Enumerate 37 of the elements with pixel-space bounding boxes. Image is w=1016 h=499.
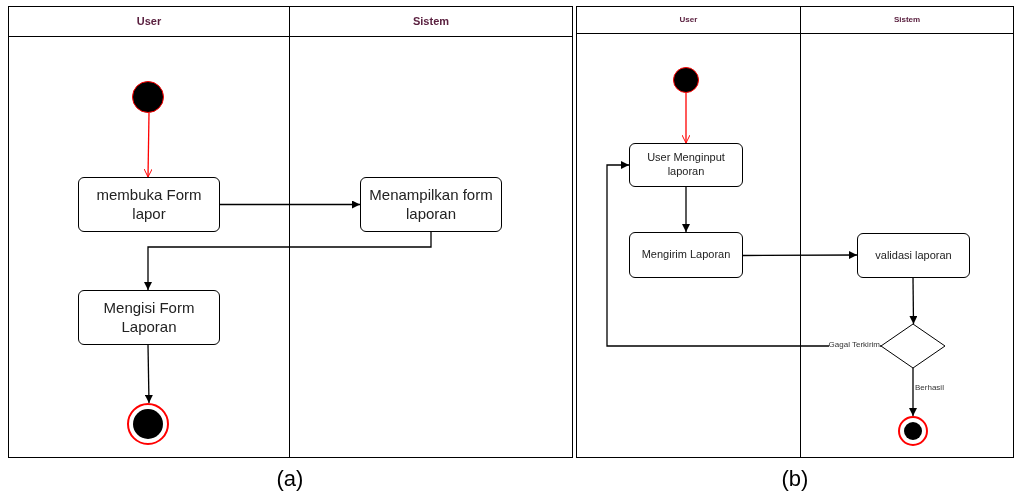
arrow: [909, 367, 917, 417]
end-node: [127, 403, 169, 445]
activity-text: membuka Form lapor: [95, 185, 203, 224]
start-node: [673, 67, 699, 93]
swimlane: [289, 6, 573, 458]
swimlane: [8, 6, 290, 458]
activity-box: [629, 143, 743, 187]
arrow: [219, 200, 361, 209]
activity-box: [78, 290, 220, 345]
lane-header: Sistem: [412, 14, 450, 30]
arrow: [144, 231, 432, 291]
activity-text: Mengirim Laporan: [641, 248, 731, 262]
activity-box: [857, 233, 970, 278]
lane-header: User: [679, 14, 698, 26]
panel-label: (b): [781, 466, 809, 491]
swimlane: [800, 6, 1014, 458]
activity-box: [78, 177, 220, 232]
activity-text: User Menginput laporan: [646, 151, 726, 179]
arrow: [742, 251, 858, 260]
lane-header: User: [136, 14, 162, 30]
arrow: [144, 344, 153, 404]
activity-text: validasi laporan: [875, 248, 952, 263]
start-node: [132, 81, 164, 113]
arrow: [682, 186, 690, 233]
swimlane: [576, 6, 801, 458]
decision-diamond: [881, 324, 945, 368]
panel-label: (a): [276, 466, 304, 491]
activity-text: Menampilkan form laporan: [368, 185, 494, 224]
activity-box: [360, 177, 502, 232]
arrow: [606, 161, 882, 347]
edge-label: Gagal Terkirim: [828, 340, 880, 349]
edge-label: Berhasil: [915, 383, 944, 392]
activity-text: Mengisi Form Laporan: [102, 298, 196, 337]
end-node: [898, 416, 928, 446]
lane-header: Sistem: [893, 14, 921, 26]
arrow: [909, 277, 918, 325]
activity-box: [629, 232, 743, 278]
